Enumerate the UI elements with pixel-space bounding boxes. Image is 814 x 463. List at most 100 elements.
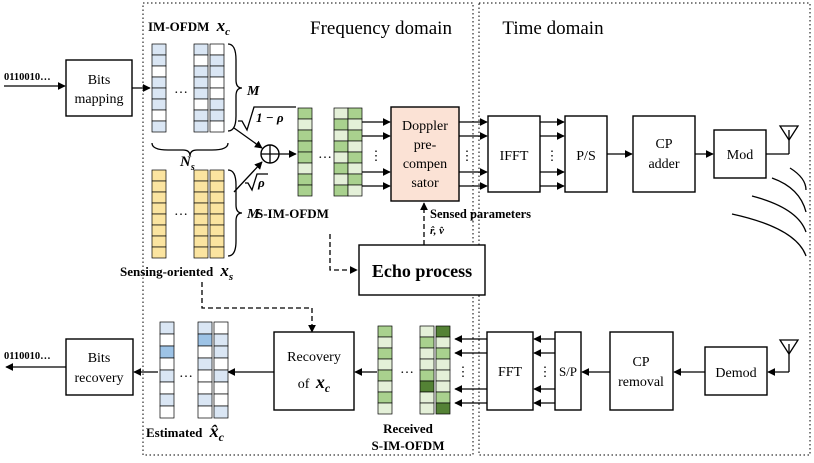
grid-cell xyxy=(419,380,435,393)
doppler-to-ifft-arrows: ⋮ xyxy=(459,118,488,190)
svg-text:Bits: Bits xyxy=(88,351,111,366)
grid-cell xyxy=(347,118,363,131)
grid-cell xyxy=(347,129,363,142)
simofdm-to-doppler-arrows: ⋮ xyxy=(362,118,391,190)
grid-cell xyxy=(159,357,175,371)
m-label-top: M xyxy=(246,84,260,99)
ns-brace-icon xyxy=(151,142,229,157)
grid-cell xyxy=(213,381,229,395)
grid-cell xyxy=(209,87,225,100)
grid-cell xyxy=(419,369,435,382)
grid-cell xyxy=(333,140,349,153)
grid-cell xyxy=(151,202,167,215)
s-im-ofdm-matrix: … xyxy=(297,107,363,197)
grid-cell xyxy=(435,391,451,404)
grid-cell xyxy=(297,162,313,175)
sensed-parameters-values: r̂, v̂ xyxy=(430,225,444,237)
grid-cell xyxy=(333,107,349,120)
grid-cell xyxy=(193,213,209,226)
grid-cell xyxy=(347,151,363,164)
vertical-ellipsis-icon: ⋮ xyxy=(370,148,383,163)
grid-cell xyxy=(193,202,209,215)
grid-cell xyxy=(333,173,349,186)
bits-mapping-block: Bits mapping xyxy=(65,59,133,117)
grid-cell xyxy=(419,358,435,371)
grid-cell xyxy=(297,107,313,120)
svg-text:Mod: Mod xyxy=(727,148,753,163)
grid-cell xyxy=(377,336,393,349)
grid-cell xyxy=(159,393,175,407)
doppler-line4: sator xyxy=(411,176,439,191)
weight-bottom-arrow xyxy=(233,161,263,193)
grid-cell xyxy=(347,184,363,197)
grid-cell xyxy=(347,162,363,175)
grid-cell xyxy=(435,336,451,349)
ifft-to-ps-arrows: ⋮ xyxy=(540,118,565,190)
svg-text:of xc: of xc xyxy=(298,372,331,395)
svg-text:IFFT: IFFT xyxy=(500,149,529,164)
s-im-ofdm-label: S-IM-OFDM xyxy=(256,206,329,221)
grid-cell xyxy=(209,54,225,67)
m-brace-bottom-icon xyxy=(227,169,243,257)
grid-cell xyxy=(209,98,225,111)
grid-cell xyxy=(151,246,167,259)
grid-cell xyxy=(347,140,363,153)
vertical-ellipsis-icon: ⋮ xyxy=(539,364,552,379)
grid-cell xyxy=(419,402,435,415)
ellipsis-icon: … xyxy=(318,147,332,162)
grid-cell xyxy=(377,380,393,393)
svg-text:removal: removal xyxy=(618,375,664,390)
grid-cell xyxy=(377,402,393,415)
grid-cell xyxy=(151,180,167,193)
grid-cell xyxy=(193,87,209,100)
rx-antenna-icon xyxy=(778,339,800,356)
grid-cell xyxy=(209,180,225,193)
grid-cell xyxy=(377,369,393,382)
grid-cell xyxy=(419,347,435,360)
im-ofdm-label: IM-OFDM xc xyxy=(148,16,230,38)
grid-cell xyxy=(435,380,451,393)
grid-cell xyxy=(209,224,225,237)
grid-cell xyxy=(333,184,349,197)
svg-text:FFT: FFT xyxy=(498,365,523,380)
grid-cell xyxy=(419,391,435,404)
grid-cell xyxy=(209,246,225,259)
grid-cell xyxy=(151,224,167,237)
grid-cell xyxy=(213,345,229,359)
grid-cell xyxy=(209,235,225,248)
adder-icon xyxy=(260,144,280,164)
simofdm-to-echo-arrow xyxy=(329,234,358,274)
received-s-im-ofdm-label: S-IM-OFDM xyxy=(372,438,445,453)
grid-cell xyxy=(209,76,225,89)
grid-cell xyxy=(151,65,167,78)
grid-cell xyxy=(159,333,175,347)
vertical-ellipsis-icon: ⋮ xyxy=(546,148,559,163)
grid-cell xyxy=(159,345,175,359)
svg-text:Demod: Demod xyxy=(715,366,756,381)
grid-cell xyxy=(333,162,349,175)
svg-text:P/S: P/S xyxy=(576,149,595,164)
svg-text:Echo process: Echo process xyxy=(372,261,472,281)
grid-cell xyxy=(193,191,209,204)
grid-cell xyxy=(297,151,313,164)
grid-cell xyxy=(209,213,225,226)
m-brace-top-icon xyxy=(227,43,243,132)
frequency-domain-label: Frequency domain xyxy=(310,18,452,39)
grid-cell xyxy=(151,87,167,100)
grid-cell xyxy=(159,369,175,383)
grid-cell xyxy=(197,369,213,383)
grid-cell xyxy=(197,393,213,407)
ellipsis-icon: … xyxy=(400,362,414,377)
grid-cell xyxy=(193,98,209,111)
grid-cell xyxy=(151,169,167,182)
grid-cell xyxy=(209,109,225,122)
grid-cell xyxy=(347,107,363,120)
grid-cell xyxy=(193,54,209,67)
sensing-to-recovery-arrow xyxy=(201,282,316,333)
vertical-ellipsis-icon: ⋮ xyxy=(461,148,474,163)
fft-block: FFT xyxy=(486,331,534,411)
bits-mapping-line1: Bits xyxy=(88,73,111,88)
ps-block: P/S xyxy=(564,115,608,193)
grid-cell xyxy=(197,381,213,395)
sqrt-rho-label: ρ xyxy=(257,175,265,190)
